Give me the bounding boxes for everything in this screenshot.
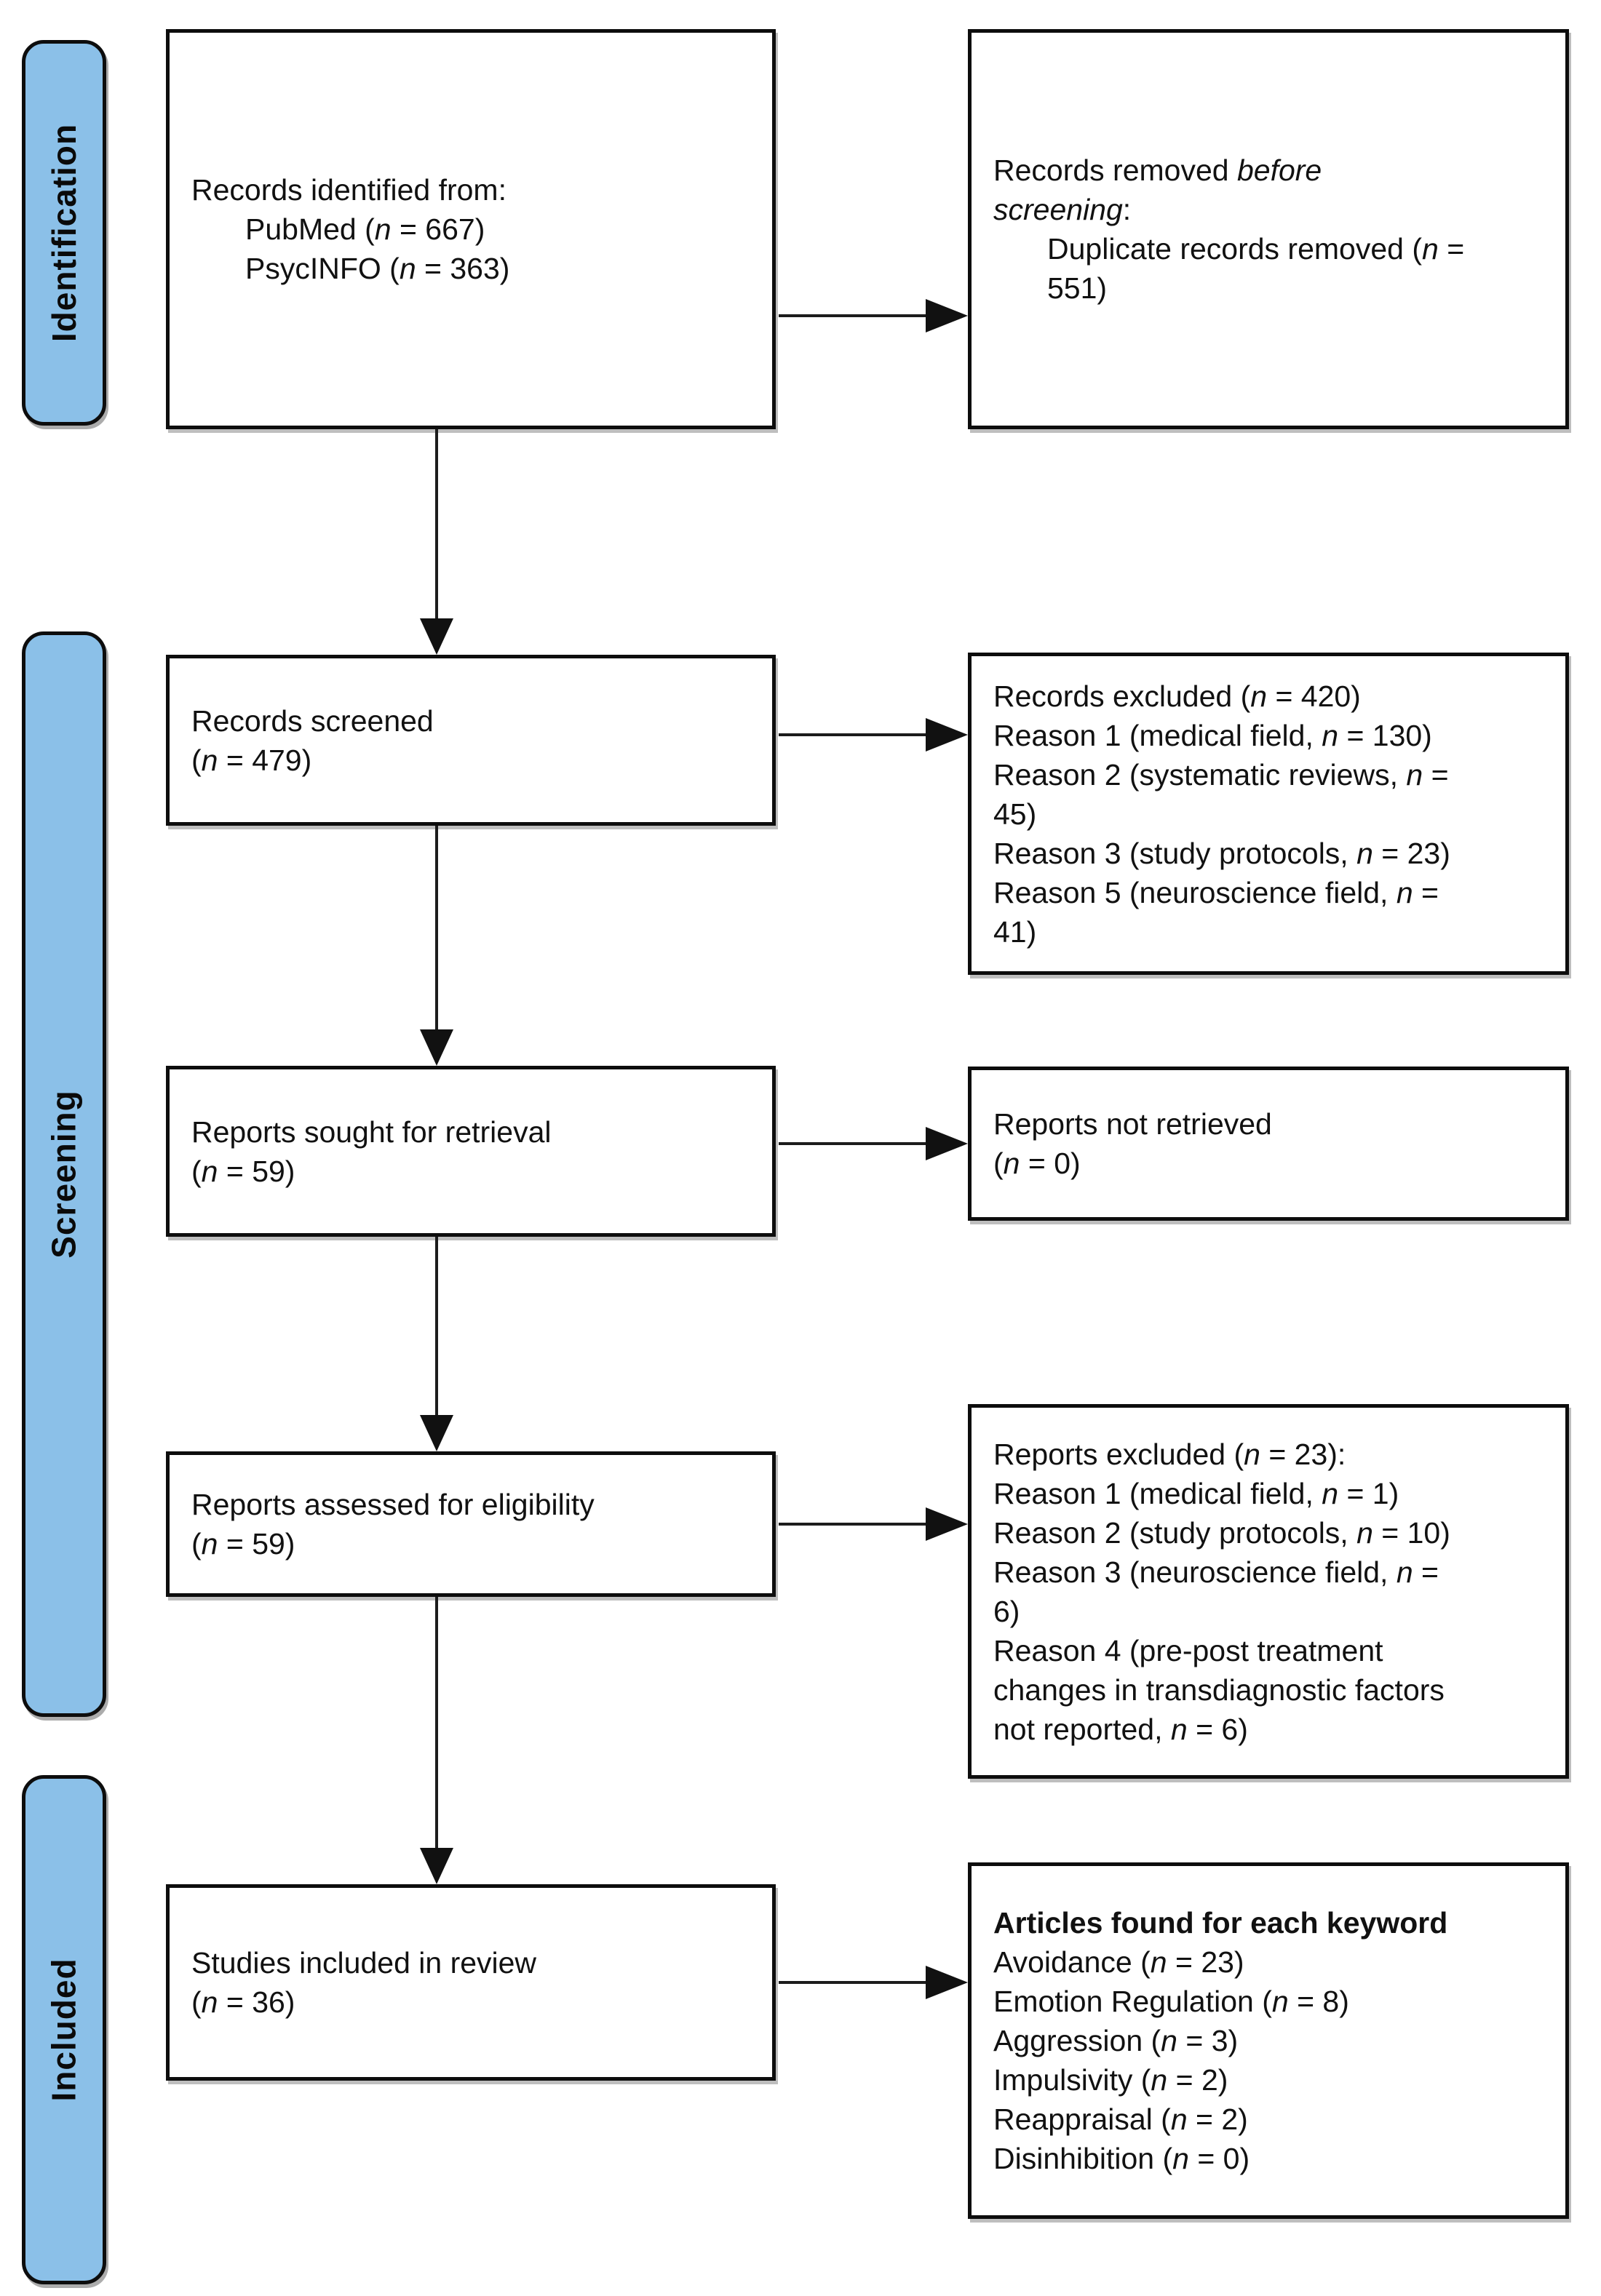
- flow-box-text-line: Reports excluded (n = 23):: [993, 1437, 1346, 1471]
- flow-box-text-line: screening:: [993, 193, 1132, 226]
- arrow-line-identified-to-removed: [779, 314, 927, 317]
- flow-box-reports-sought: Reports sought for retrieval (n = 59): [166, 1066, 776, 1237]
- flow-box-text-line: Studies included in review: [191, 1946, 537, 1980]
- arrow-line-screened-to-excluded: [779, 733, 927, 736]
- flow-box-text-line: (n = 59): [191, 1154, 295, 1188]
- flow-box-text-line: Records excluded (n = 420): [993, 679, 1361, 713]
- stage-label-included: Included: [45, 1958, 83, 2102]
- arrowhead-down-icon: [420, 1029, 453, 1066]
- flow-box-text-line: 41): [993, 914, 1037, 949]
- arrow-line-sought-to-not-retrieved: [779, 1142, 927, 1145]
- flow-box-text-line: changes in transdiagnostic factors: [993, 1673, 1445, 1707]
- flow-box-text-line: Impulsivity (n = 2): [993, 2063, 1228, 2097]
- flow-box-text-line: Avoidance (n = 23): [993, 1945, 1244, 1979]
- stage-label-screening: Screening: [45, 1090, 84, 1259]
- flow-box-text-line: Reason 1 (medical field, n = 1): [993, 1476, 1399, 1510]
- flow-box-text-line: Reason 1 (medical field, n = 130): [993, 718, 1432, 752]
- flow-box-reports-assessed: Reports assessed for eligibility (n = 59): [166, 1451, 776, 1597]
- arrowhead-right-icon: [926, 1507, 968, 1541]
- flow-box-text-line: Reports not retrieved: [993, 1107, 1272, 1141]
- flow-box-reports-excluded: Reports excluded (n = 23): Reason 1 (medi…: [968, 1404, 1569, 1779]
- flow-box-text-line: Duplicate records removed (n =: [1047, 232, 1465, 266]
- stage-label-identification: Identification: [45, 123, 84, 343]
- arrowhead-right-icon: [926, 1127, 968, 1160]
- arrowhead-down-icon: [420, 1415, 453, 1451]
- flow-box-records-excluded: Records excluded (n = 420) Reason 1 (medi…: [968, 653, 1569, 975]
- flow-box-text-line: Articles found for each keyword: [993, 1906, 1448, 1940]
- arrowhead-right-icon: [926, 1966, 968, 1999]
- flow-box-text-line: (n = 36): [191, 1985, 295, 2019]
- flow-box-text-line: Reason 3 (neuroscience field, n =: [993, 1555, 1439, 1589]
- flow-box-text-line: Records identified from:: [191, 173, 506, 207]
- arrowhead-right-icon: [926, 718, 968, 752]
- flow-box-text-line: PsycINFO (n = 363): [245, 252, 510, 285]
- flow-box-text-line: Records screened: [191, 703, 434, 738]
- flow-box-text-line: PubMed (n = 667): [245, 212, 485, 246]
- arrowhead-down-icon: [420, 1848, 453, 1884]
- flow-box-text-line: 551): [1047, 271, 1108, 305]
- flow-box-text-line: Reason 5 (neuroscience field, n =: [993, 875, 1439, 909]
- arrowhead-right-icon: [926, 299, 968, 332]
- flow-box-text-line: (n = 59): [191, 1527, 295, 1560]
- flow-box-text-line: Reports sought for retrieval: [191, 1115, 552, 1149]
- arrow-line-assessed-to-reports-excluded: [779, 1523, 927, 1526]
- flow-box-records-identified: Records identified from: PubMed (n = 667)…: [166, 29, 776, 429]
- flow-box-text-line: 6): [993, 1594, 1020, 1628]
- flow-box-text-line: Reports assessed for eligibility: [191, 1488, 595, 1521]
- flow-box-text-line: (n = 479): [191, 743, 312, 777]
- stage-bar-screening: Screening: [22, 631, 106, 1717]
- arrow-line-sought-to-assessed: [435, 1237, 438, 1416]
- flow-box-text-line: Reason 3 (study protocols, n = 23): [993, 836, 1450, 870]
- flow-box-reports-not-retrieved: Reports not retrieved (n = 0): [968, 1067, 1569, 1221]
- arrowhead-down-icon: [420, 618, 453, 655]
- arrow-line-screened-to-sought: [435, 826, 438, 1031]
- flow-box-text-line: 45): [993, 797, 1037, 831]
- flow-box-text-line: Disinhibition (n = 0): [993, 2142, 1250, 2175]
- flow-box-text-line: Aggression (n = 3): [993, 2024, 1239, 2057]
- flow-box-records-removed: Records removed before screening: Duplicat…: [968, 29, 1569, 429]
- flow-box-text-line: Reason 2 (study protocols, n = 10): [993, 1515, 1450, 1550]
- flow-box-text-line: (n = 0): [993, 1147, 1081, 1180]
- arrow-line-included-to-keywords: [779, 1981, 927, 1984]
- flow-box-text-line: Reappraisal (n = 2): [993, 2102, 1248, 2136]
- flow-box-studies-included: Studies included in review (n = 36): [166, 1884, 776, 2081]
- flow-box-text-line: Reason 4 (pre-post treatment: [993, 1633, 1383, 1667]
- stage-bar-identification: Identification: [22, 40, 106, 426]
- flow-box-text-line: Reason 2 (systematic reviews, n =: [993, 757, 1449, 792]
- arrow-line-identified-to-screened: [435, 429, 438, 620]
- flow-box-text-line: Emotion Regulation (n = 8): [993, 1985, 1349, 2018]
- flow-box-records-screened: Records screened (n = 479): [166, 655, 776, 826]
- stage-bar-included: Included: [22, 1775, 106, 2284]
- flow-box-text-line: not reported, n = 6): [993, 1712, 1248, 1746]
- flow-box-text-line: Records removed before: [993, 154, 1322, 187]
- arrow-line-assessed-to-included: [435, 1597, 438, 1849]
